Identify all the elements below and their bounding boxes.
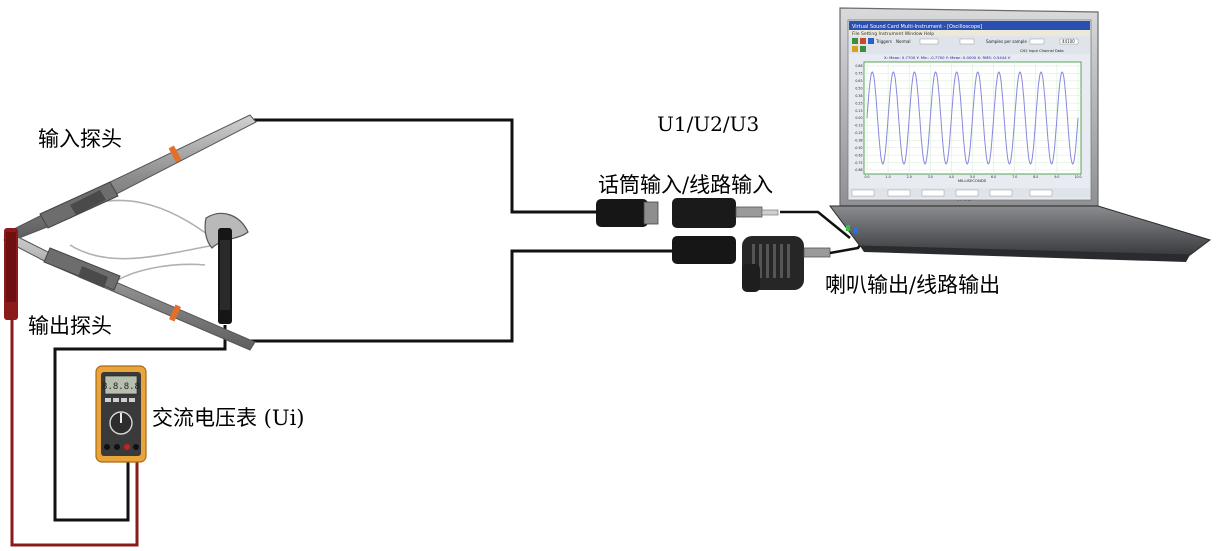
ac-voltmeter-label: 交流电压表 (Ui) — [152, 406, 305, 430]
y-tick-label: -0.25 — [854, 131, 862, 135]
mic-input-label: 话筒输入/线路输入 — [598, 173, 774, 197]
readout: X: Mean: 0.7700 Y: Min: -0.7700 Y: Mean:… — [884, 55, 1011, 60]
window-menubar — [849, 30, 1090, 36]
rca-coupler — [596, 199, 648, 227]
x-tick-label: 5.0 — [970, 175, 975, 179]
input-probe — [7, 114, 257, 241]
statusbar-fields — [851, 189, 1053, 197]
status-text: CH2 Input Channel Data — [1020, 49, 1064, 53]
channel-label: U1/U2/U3 — [657, 112, 760, 136]
x-tick-label: 7.0 — [1012, 175, 1017, 179]
y-tick-label: 0.63 — [855, 79, 862, 83]
lower-clip-lead — [69, 244, 216, 260]
y-tick-label: -0.63 — [854, 153, 862, 157]
x-tick-labels: 0.0 1.0 2.0 3.0 4.0 5.0 6.0 7.0 8.0 9.0 10.0 — [864, 175, 1081, 179]
y-splitter-grill — [752, 244, 790, 278]
trigger-mode: Normal — [896, 39, 910, 44]
y-tick-label: 0.88 — [855, 64, 862, 68]
y-tick-label: 0.00 — [855, 116, 862, 120]
y-tick-label: 0.50 — [855, 86, 862, 90]
laptop-side-leds — [846, 225, 858, 233]
y-tick-label: 0.13 — [855, 109, 862, 113]
meter-buttons — [105, 398, 135, 402]
y-tick-label: 0.38 — [855, 94, 862, 98]
meter-jacks — [104, 444, 139, 450]
input-probe-ring — [168, 145, 182, 163]
y-tick-label: -0.13 — [854, 124, 862, 128]
x-tick-label: 9.0 — [1054, 175, 1059, 179]
output-probe-ring — [169, 304, 181, 322]
oscilloscope-window: Virtual Sound Card Multi-Instrument - [O… — [847, 19, 1092, 201]
speaker-output-adapter — [672, 236, 831, 292]
x-tick-label: 6.0 — [991, 175, 996, 179]
input-probe-head — [70, 190, 106, 215]
window-toolbar — [849, 36, 1090, 54]
output-probe-head — [78, 266, 108, 288]
ground-red-lead — [10, 300, 139, 547]
ac-voltmeter: 8.8.8.8 — [95, 365, 147, 463]
y-tick-label: -0.75 — [854, 161, 862, 165]
x-tick-label: 4.0 — [949, 175, 954, 179]
rca-coupler-collar — [643, 201, 659, 225]
red-probe-grip — [6, 232, 16, 302]
toolbar-buttons — [852, 38, 1079, 52]
x-tick-label: 0.0 — [864, 175, 869, 179]
speaker-line-to-laptop — [829, 241, 864, 255]
x-tick-label: 10.0 — [1074, 175, 1081, 179]
y-splitter-plug — [803, 247, 831, 258]
y-splitter-foot — [742, 264, 760, 292]
window-menu: File Setting Instrument Window Help — [852, 31, 934, 37]
speaker-output-label: 喇叭输出/线路输出 — [825, 273, 1001, 297]
sample-label: Samples per sample — [986, 39, 1027, 44]
input-probe-label: 输入探头 — [38, 127, 122, 151]
y-tick-label: -0.50 — [854, 146, 862, 150]
y-tick-label: 0.25 — [855, 101, 862, 105]
y-tick-labels: 0.88 0.75 0.63 0.50 0.38 0.25 0.13 0.00 -0.13 -0.… — [854, 64, 862, 172]
meter-probe-leads — [4, 228, 232, 324]
jack-plug-tip — [761, 209, 779, 216]
laptop-base-front — [860, 246, 1190, 262]
trigger-label: Triggers — [875, 39, 892, 44]
x-tick-label: 3.0 — [928, 175, 933, 179]
x-axis-label: MILLISECONDS — [958, 178, 987, 183]
y-tick-label: -0.38 — [854, 138, 862, 142]
output-probe-cable — [250, 249, 672, 343]
meter-display — [104, 375, 138, 395]
red-wires — [10, 300, 139, 547]
window-titlebar — [849, 21, 1090, 30]
input-probe-cable — [250, 118, 598, 214]
mic-line-to-laptop — [780, 210, 851, 239]
meter-digits: 8.8.8.8 — [102, 382, 140, 392]
x-tick-label: 2.0 — [907, 175, 912, 179]
x-tick-label: 1.0 — [886, 175, 891, 179]
rca-to-jack-adapter — [672, 198, 736, 228]
meter-black-lead — [53, 325, 227, 522]
x-tick-label: 8.0 — [1033, 175, 1038, 179]
lower-clip-lead-2 — [109, 263, 206, 286]
output-probe-label: 输出探头 — [28, 314, 112, 338]
black-probe-grip — [220, 240, 230, 310]
y-tick-label: 0.75 — [855, 72, 862, 76]
rca-coupler-lower — [672, 236, 736, 264]
sine-waveform — [866, 71, 1079, 165]
y-tick-label: -0.88 — [854, 168, 862, 172]
window-title: Virtual Sound Card Multi-Instrument - [O… — [852, 24, 982, 30]
mic-input-adapter — [596, 198, 779, 228]
rate-value: 44100 — [1062, 39, 1075, 44]
black-wires — [53, 118, 672, 522]
jack-plug-sleeve — [735, 206, 763, 218]
laptop-base — [829, 205, 1212, 256]
